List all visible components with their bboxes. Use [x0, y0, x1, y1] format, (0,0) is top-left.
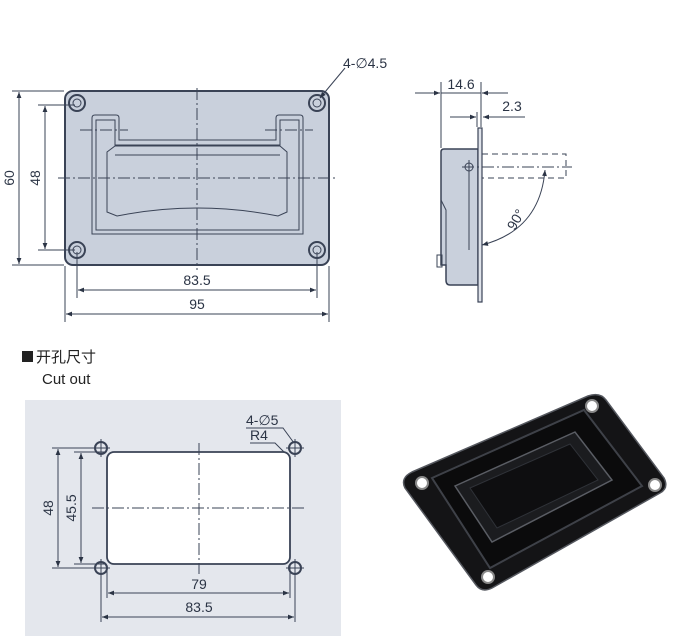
dim-depth: 14.6 — [447, 76, 474, 92]
dim-cutout-45-5: 45.5 — [63, 494, 79, 521]
dim-height-60: 60 — [1, 170, 17, 186]
dim-plate-thickness: 2.3 — [502, 98, 522, 114]
top-view: 60 48 83.5 95 4-∅4.5 — [1, 55, 387, 322]
dim-cutout-48: 48 — [40, 500, 56, 516]
dim-width-95: 95 — [189, 296, 205, 312]
dim-width-83-5: 83.5 — [183, 272, 210, 288]
cutout-title-en: Cut out — [42, 371, 91, 388]
side-view: 90° 14.6 2.3 — [415, 76, 572, 303]
dim-cutout-83-5: 83.5 — [185, 599, 212, 615]
callout-corner-radius: R4 — [250, 427, 268, 443]
dim-height-48: 48 — [27, 170, 43, 186]
handle-recess — [91, 114, 304, 235]
square-bullet-icon — [22, 351, 33, 362]
cutout-view: 48 45.5 79 83.5 4-∅5 R4 — [25, 400, 341, 636]
dim-cutout-79: 79 — [191, 576, 207, 592]
cutout-title: 开孔尺寸 — [22, 346, 96, 367]
callout-holes: 4-∅4.5 — [343, 55, 387, 71]
product-photo — [402, 393, 667, 591]
handle-grip — [106, 145, 288, 217]
dim-rotation: 90° — [503, 206, 527, 232]
cutout-title-cn: 开孔尺寸 — [36, 349, 97, 366]
side-plate — [477, 127, 483, 303]
callout-cutout-holes: 4-∅5 — [246, 412, 279, 428]
